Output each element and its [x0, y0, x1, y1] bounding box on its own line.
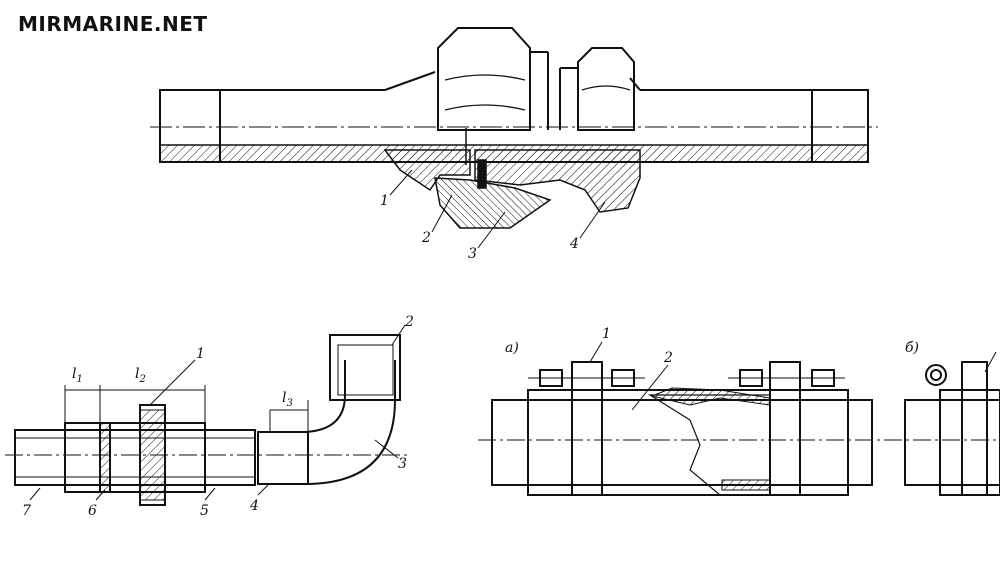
variant-b-label: б)	[905, 340, 919, 356]
dim-l1: l1	[72, 366, 83, 385]
top-leaders	[389, 169, 606, 249]
top-union-joint	[150, 27, 878, 163]
top-label-1: 1	[380, 193, 389, 209]
bottom-right-clamp-coupling	[478, 361, 1000, 496]
bl-label-2: 2	[404, 314, 414, 330]
bl-label-3: 3	[398, 456, 407, 472]
dim-l3: l3	[282, 390, 293, 409]
bottom-right-leaders	[589, 341, 997, 411]
top-label-4: 4	[569, 236, 579, 252]
top-section-hatch	[159, 128, 869, 229]
top-label-2: 2	[421, 230, 431, 246]
bl-label-4: 4	[249, 498, 259, 514]
dim-l2: l2	[135, 366, 146, 385]
bl-label-7: 7	[22, 503, 31, 519]
bl-label-6: 6	[88, 503, 97, 519]
br-label-2: 2	[663, 350, 673, 366]
bl-label-1: 1	[196, 346, 205, 362]
bottom-left-dimensions	[29, 324, 406, 501]
bl-label-5: 5	[200, 503, 209, 519]
top-label-3: 3	[468, 246, 477, 262]
br-label-1: 1	[602, 326, 611, 342]
site-watermark: MIRMARINE.NET	[18, 12, 208, 36]
bottom-left-sleeve-joint	[5, 334, 410, 506]
variant-a-label: а)	[505, 340, 519, 356]
